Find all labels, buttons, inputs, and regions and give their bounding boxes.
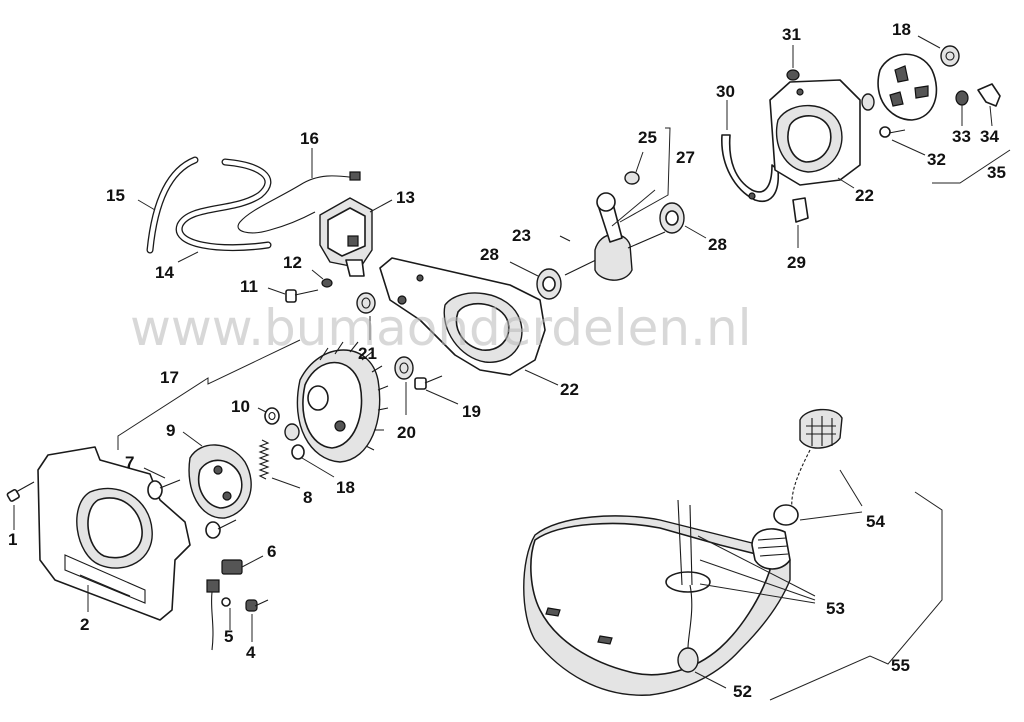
callout-5: 5 — [224, 627, 233, 646]
flywheel — [296, 341, 389, 463]
callout-19: 19 — [462, 402, 481, 421]
part-15-hose — [137, 156, 199, 254]
part-13-ignition-coil — [319, 197, 393, 277]
callout-53: 53 — [826, 599, 845, 618]
callout-25: 25 — [638, 128, 657, 147]
callout-35: 35 — [987, 163, 1006, 182]
part-4-screw — [245, 599, 269, 642]
callout-17: 17 — [160, 368, 179, 387]
callout-55: 55 — [891, 656, 910, 675]
callout-4: 4 — [246, 643, 256, 662]
part-22-crankcase-half — [379, 257, 559, 386]
part-29-clip — [792, 197, 809, 248]
callout-1: 1 — [8, 530, 17, 549]
callout-18-upper: 18 — [892, 20, 911, 39]
crankshaft — [564, 189, 666, 281]
part-18-nut-lower — [284, 423, 335, 478]
part-34-lever — [977, 83, 1001, 127]
part-6-switch — [221, 555, 264, 575]
callout-15: 15 — [106, 186, 125, 205]
part-31-nut — [786, 45, 800, 81]
part-14-fuel-hose — [175, 158, 272, 263]
part-54-fuel-cap — [773, 408, 863, 526]
callout-13: 13 — [396, 188, 415, 207]
callout-2: 2 — [80, 615, 89, 634]
callout-7: 7 — [125, 453, 134, 472]
part-28-bearing-upper — [659, 202, 707, 239]
callout-30: 30 — [716, 82, 735, 101]
part-25-nut — [624, 151, 644, 185]
part-27-group-bracket — [619, 127, 671, 223]
part-18-nut-upper — [917, 35, 960, 67]
callout-31: 31 — [782, 25, 801, 44]
part-7-bolt — [143, 467, 181, 500]
part-11-bolt — [267, 287, 319, 303]
callout-16: 16 — [300, 129, 319, 148]
part-9-clutch — [182, 431, 252, 539]
callout-52: 52 — [733, 682, 752, 701]
part-52-fuel-filter — [677, 647, 727, 689]
part-5-switch-wire — [206, 579, 231, 651]
callout-18-lower: 18 — [336, 478, 355, 497]
part-22-crankcase-upper — [769, 79, 861, 189]
callout-6: 6 — [267, 542, 276, 561]
callout-20: 20 — [397, 423, 416, 442]
part-35-group-bracket — [932, 149, 1011, 184]
watermark: www.bumaonderdelen.nl — [130, 299, 752, 357]
callout-28-lower: 28 — [480, 245, 499, 264]
part-1-screw — [6, 481, 35, 530]
callout-22-lower: 22 — [560, 380, 579, 399]
part-32-screw — [879, 126, 926, 156]
callout-54: 54 — [866, 512, 885, 531]
callout-29: 29 — [787, 253, 806, 272]
part-2-housing-cover — [37, 446, 191, 621]
part-30-gasket — [721, 100, 780, 202]
callout-10: 10 — [231, 397, 250, 416]
callout-32: 32 — [927, 150, 946, 169]
clutch-flange — [861, 53, 938, 121]
callout-labels: 1 2 4 5 6 7 8 9 10 11 12 13 14 15 16 17 … — [8, 20, 1006, 701]
part-19-screw — [414, 375, 459, 405]
part-55-group-bracket — [769, 491, 943, 701]
callout-22-upper: 22 — [855, 186, 874, 205]
callout-14: 14 — [155, 263, 174, 282]
part-53-fuel-lines — [665, 499, 816, 649]
part-28-bearing-lower — [509, 261, 562, 300]
callout-28-upper: 28 — [708, 235, 727, 254]
callout-23: 23 — [512, 226, 531, 245]
part-21-seal — [356, 292, 376, 340]
callout-21: 21 — [358, 344, 377, 363]
part-17-group-bracket — [117, 339, 301, 450]
callout-33: 33 — [952, 127, 971, 146]
part-23-pin — [559, 235, 571, 242]
part-33-nut — [955, 90, 969, 126]
callout-11: 11 — [240, 277, 258, 296]
part-8-spring — [258, 439, 301, 489]
callout-34: 34 — [980, 127, 999, 146]
callout-9: 9 — [166, 421, 175, 440]
part-20-seal — [394, 356, 414, 415]
callout-27: 27 — [676, 148, 695, 167]
callout-8: 8 — [303, 488, 312, 507]
part-12-washer — [311, 269, 333, 288]
part-10-washer — [257, 407, 280, 425]
callout-12: 12 — [283, 253, 302, 272]
part-16-wire — [237, 148, 361, 234]
fuel-tank — [523, 515, 791, 696]
